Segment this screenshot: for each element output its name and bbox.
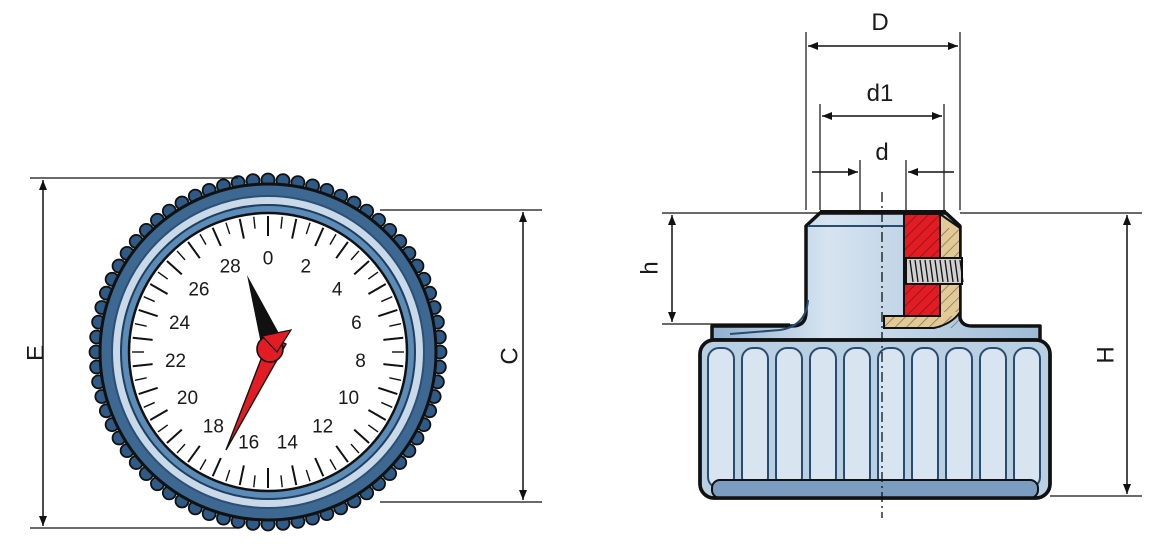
side-view-knob	[698, 192, 1052, 518]
dial-number: 2	[301, 257, 312, 278]
dial-number: 16	[238, 432, 259, 453]
dial-number: 12	[312, 417, 333, 438]
dial-number: 28	[220, 257, 241, 278]
dial-number: 24	[169, 313, 191, 334]
front-dimensions: E C	[23, 177, 542, 529]
dial-number: 20	[177, 388, 198, 409]
dimension-label-d1: d1	[867, 80, 894, 107]
dial-number: 8	[355, 351, 366, 372]
dial-number: 6	[351, 313, 362, 334]
black-pointer	[247, 275, 281, 349]
dial-number: 4	[332, 279, 343, 300]
dimension-label-H: H	[1093, 346, 1120, 363]
dimension-label-d: d	[875, 139, 888, 166]
screw-thread	[909, 259, 964, 283]
dimension-label-E: E	[23, 345, 50, 361]
dial-number: 10	[338, 388, 359, 409]
dial-number: 18	[203, 417, 224, 438]
dimension-label-C: C	[497, 347, 524, 364]
dial-number: 0	[263, 249, 274, 270]
knurl-ribs	[707, 347, 1041, 489]
dimension-label-D: D	[871, 9, 888, 36]
dial-number: 22	[165, 351, 186, 372]
side-dimensions: D d1 d h H	[637, 9, 1142, 497]
dial-number: 14	[277, 432, 299, 453]
dial-number: 26	[188, 279, 209, 300]
set-screw	[905, 257, 963, 285]
knob-cap	[710, 211, 1042, 342]
dimension-label-h: h	[637, 261, 664, 274]
dial-tick-marks	[132, 216, 404, 488]
